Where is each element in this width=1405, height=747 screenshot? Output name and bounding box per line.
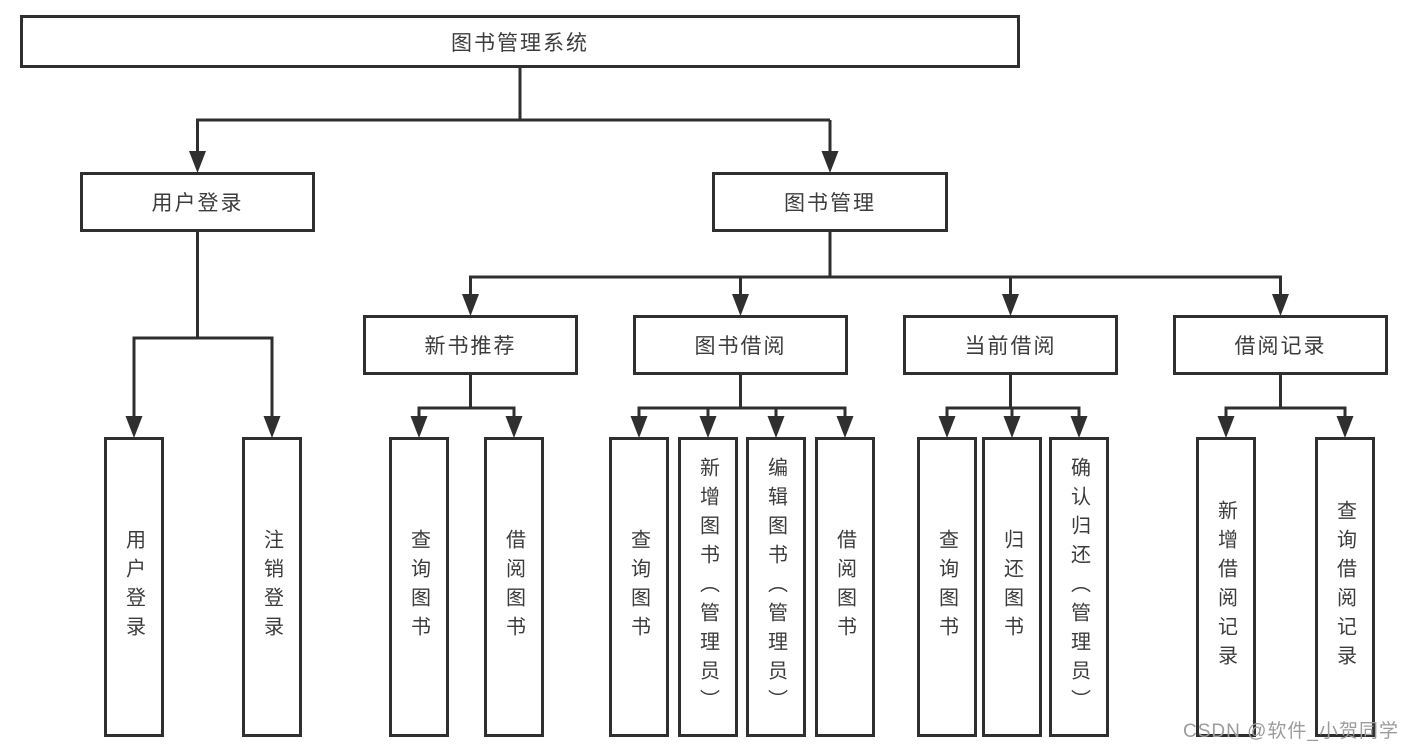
node-label: 借阅图书: [502, 529, 525, 645]
node-label: 查询图书: [627, 529, 650, 645]
node-label: 图书管理: [784, 192, 876, 215]
leaf-borrowing-borrow-books: 借阅图书: [815, 437, 875, 737]
node-current-borrowing: 当前借阅: [903, 315, 1118, 375]
node-new-book-recommendation: 新书推荐: [363, 315, 578, 375]
leaf-borrowing-query-books: 查询图书: [609, 437, 669, 737]
leaf-recommend-borrow-books: 借阅图书: [484, 437, 544, 737]
leaf-logout: 注销登录: [242, 437, 302, 737]
node-book-management: 图书管理: [712, 172, 948, 232]
node-label: 查询图书: [935, 529, 958, 645]
node-borrowing-records: 借阅记录: [1173, 315, 1388, 375]
node-label: 新增图书（管理员）: [696, 456, 719, 718]
node-user-login: 用户登录: [80, 172, 315, 232]
leaf-query-borrow-record: 查询借阅记录: [1315, 437, 1375, 737]
leaf-return-books: 归还图书: [982, 437, 1042, 737]
node-label: 当前借阅: [964, 335, 1057, 358]
node-label: 借阅图书: [833, 529, 856, 645]
leaf-user-login: 用户登录: [104, 437, 164, 737]
node-label: 查询图书: [407, 529, 430, 645]
leaf-current-query-books: 查询图书: [917, 437, 977, 737]
node-label: 用户登录: [151, 192, 244, 215]
leaf-add-borrow-record: 新增借阅记录: [1196, 437, 1256, 737]
leaf-edit-book-admin: 编辑图书（管理员）: [746, 437, 806, 737]
node-label: 注销登录: [260, 529, 283, 645]
node-label: 图书管理系统: [451, 31, 589, 55]
leaf-add-book-admin: 新增图书（管理员）: [678, 437, 738, 737]
node-label: 编辑图书（管理员）: [764, 456, 787, 718]
leaf-confirm-return-admin: 确认归还（管理员）: [1049, 437, 1109, 737]
node-label: 归还图书: [1000, 529, 1023, 645]
leaf-recommend-query-books: 查询图书: [389, 437, 449, 737]
csdn-watermark: CSDN @软件_小贺同学: [1183, 721, 1399, 742]
node-label: 新增借阅记录: [1214, 500, 1237, 674]
node-label: 新书推荐: [424, 335, 517, 358]
node-book-borrowing: 图书借阅: [633, 315, 848, 375]
node-label: 借阅记录: [1234, 335, 1327, 358]
node-label: 查询借阅记录: [1333, 500, 1356, 674]
node-label: 确认归还（管理员）: [1067, 456, 1090, 718]
node-library-management-system: 图书管理系统: [20, 15, 1020, 68]
node-label: 图书借阅: [694, 335, 787, 358]
node-label: 用户登录: [122, 529, 145, 645]
